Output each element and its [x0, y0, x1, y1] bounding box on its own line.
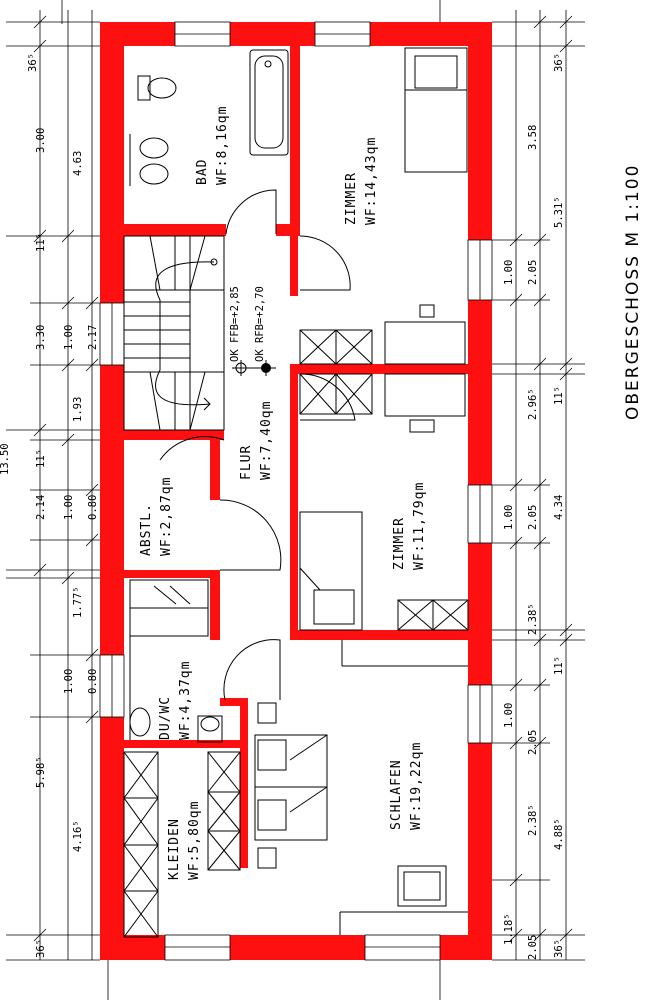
- dim-left-13-50: 13.50: [0, 443, 11, 475]
- dim-right-2-05-a: 2.05: [527, 260, 539, 285]
- dim-left-4-63: 4.63: [72, 151, 84, 176]
- schlafen-furniture: [254, 640, 468, 935]
- dim-right-2-05-d: 2.05: [527, 935, 539, 960]
- dim-left-0-80-a: 0.80: [87, 495, 99, 520]
- wardrobes: [123, 329, 469, 938]
- dim-right-4-88-5: 4.88⁵: [553, 818, 565, 850]
- dim-left-11-5-b: 11⁵: [35, 449, 47, 468]
- kleiden-area: WF:5,80qm: [187, 801, 202, 880]
- dim-left-1-00-a: 1.00: [63, 325, 75, 350]
- zimmer2-area: WF:11,79qm: [412, 482, 427, 570]
- flur-name: FLUR: [239, 445, 254, 480]
- kleiden-name: KLEIDEN: [167, 818, 182, 880]
- left-dimension-lines: [6, 10, 100, 961]
- schlafen-name: SCHLAFEN: [389, 759, 404, 830]
- dim-left-36-5-bottom: 36⁵: [35, 939, 47, 958]
- room-labels: BAD WF:8,16qm ZIMMER WF:14,43qm FLUR WF:…: [139, 106, 427, 880]
- dim-left-1-00-b: 1.00: [63, 495, 75, 520]
- dim-left-4-16-5: 4.16⁵: [72, 820, 84, 852]
- bad-name: BAD: [195, 159, 210, 185]
- dim-left-2-17: 2.17: [87, 325, 99, 350]
- dim-left-36-5-top: 36⁵: [27, 53, 39, 72]
- right-dimension-lines: [492, 10, 585, 961]
- dim-right-2-05-b: 2.05: [527, 505, 539, 530]
- zimmer1-area: WF:14,43qm: [364, 137, 379, 225]
- dim-right-2-05-c: 2.05: [527, 730, 539, 755]
- interior-walls: [124, 46, 468, 868]
- bad-area: WF:8,16qm: [215, 106, 230, 185]
- door-swings: [159, 189, 356, 701]
- right-dimension-labels: 36⁵ 3.58 5.31⁵ 1.00 2.05 2.96⁵ 11⁵ 1.00 …: [503, 53, 565, 960]
- zimmer2-furniture: [299, 373, 466, 631]
- dim-right-1-00-c: 1.00: [503, 703, 515, 728]
- zimmer1-name: ZIMMER: [344, 172, 359, 225]
- dim-left-1-00-c: 1.00: [63, 669, 75, 694]
- schlafen-area: WF:19,22qm: [409, 742, 424, 830]
- dim-right-1-00-b: 1.00: [503, 505, 515, 530]
- dim-right-11-5-b: 11⁵: [553, 656, 565, 675]
- dim-left-11-5-a: 11⁵: [35, 233, 47, 252]
- dim-right-3-58: 3.58: [527, 125, 539, 150]
- level-markers: OK FFB=+2,85 OK RFB=+2,70: [229, 286, 276, 376]
- duwc-fixtures: [129, 579, 223, 743]
- dim-left-1-77-5: 1.77⁵: [72, 586, 84, 618]
- abstl-name: ABSTL.: [139, 503, 154, 556]
- dim-right-1-18-5: 1.18⁵: [503, 913, 515, 945]
- dim-right-11-5-a: 11⁵: [553, 386, 565, 405]
- zimmer2-name: ZIMMER: [392, 517, 407, 570]
- dim-left-1-93: 1.93: [72, 397, 84, 422]
- dim-right-2-38-5-b: 2.38⁵: [527, 804, 539, 836]
- dim-left-3-00: 3.00: [35, 128, 47, 153]
- extension-lines: [61, 0, 441, 1000]
- staircase: [123, 235, 225, 431]
- dim-right-2-38-5-a: 2.38⁵: [527, 603, 539, 635]
- left-dimension-labels: 36⁵ 4.63 3.00 11⁵ 3.30 1.00 2.17 1.93 11…: [0, 53, 99, 958]
- dim-right-1-00-a: 1.00: [503, 260, 515, 285]
- dim-left-3-30: 3.30: [35, 325, 47, 350]
- zimmer1-furniture: [384, 47, 468, 365]
- abstl-area: WF:2,87qm: [159, 477, 174, 556]
- bathroom-fixtures: [129, 49, 289, 186]
- dim-right-36-5-top: 36⁵: [553, 53, 565, 72]
- plan-title: OBERGESCHOSS M 1:100: [623, 164, 643, 420]
- duwc-area: WF:4,37qm: [178, 661, 193, 740]
- dim-right-36-5-bottom: 36⁵: [553, 939, 565, 958]
- window-openings: [99, 21, 493, 961]
- dim-right-5-31-5: 5.31⁵: [553, 196, 565, 228]
- flur-area: WF:7,40qm: [259, 401, 274, 480]
- dim-right-4-34: 4.34: [553, 495, 565, 520]
- duwc-name: DU/WC: [158, 696, 173, 740]
- level-marker-ffb: OK FFB=+2,85: [229, 286, 241, 362]
- level-marker-rfb: OK RFB=+2,70: [254, 286, 266, 362]
- dim-left-5-98-5: 5.98⁵: [35, 756, 47, 788]
- dim-left-0-80-b: 0.80: [87, 669, 99, 694]
- dim-left-2-14: 2.14: [35, 495, 47, 520]
- dim-right-2-96-5: 2.96⁵: [527, 388, 539, 420]
